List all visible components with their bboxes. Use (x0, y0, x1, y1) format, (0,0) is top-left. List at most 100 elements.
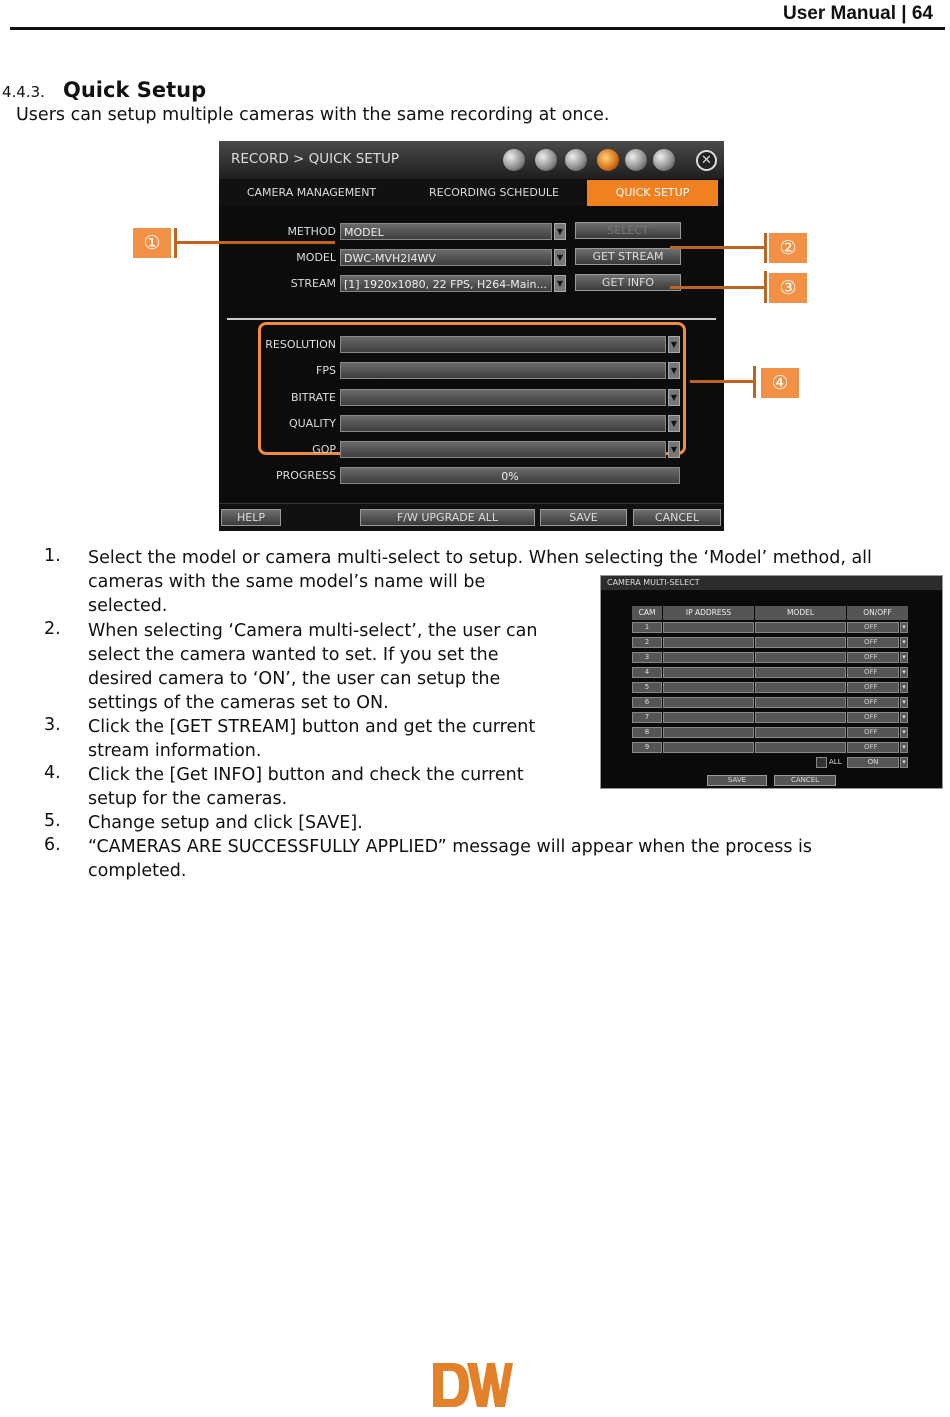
bitrate-label: BITRATE (290, 391, 336, 404)
chevron-down-icon[interactable]: ▾ (900, 682, 908, 693)
method-select[interactable]: MODEL (340, 223, 552, 240)
ip-address-cell (663, 727, 754, 738)
quality-select[interactable] (340, 415, 666, 432)
callout-2-bracket (764, 233, 767, 263)
cam-number-cell: 4 (632, 667, 662, 678)
stream-select[interactable]: [1] 1920x1080, 22 FPS, H264-Main... (340, 275, 552, 292)
chevron-down-icon[interactable]: ▾ (900, 622, 908, 633)
chevron-down-icon[interactable]: ▾ (900, 667, 908, 678)
model-cell (755, 622, 846, 633)
callout-4-bracket (753, 366, 756, 398)
chevron-down-icon[interactable]: ▾ (900, 712, 908, 723)
ip-address-cell (663, 637, 754, 648)
callout-2-line (670, 246, 764, 249)
model-cell (755, 637, 846, 648)
onoff-select[interactable]: OFF (847, 712, 899, 723)
ip-address-cell (663, 652, 754, 663)
gear-icon[interactable] (503, 149, 525, 171)
all-checkbox[interactable] (816, 757, 827, 768)
ip-address-cell (663, 667, 754, 678)
storage-icon[interactable] (565, 149, 587, 171)
cam-number-cell: 3 (632, 652, 662, 663)
step-text: Click the [Get INFO] button and check th… (88, 763, 524, 811)
callout-1-line (177, 241, 335, 244)
chevron-down-icon[interactable]: ▼ (668, 389, 680, 406)
resolution-select[interactable] (340, 336, 666, 353)
step-text: Select the model or camera multi-select … (88, 546, 872, 618)
close-icon[interactable]: ✕ (696, 150, 717, 171)
model-select[interactable]: DWC-MVH2I4WV (340, 249, 552, 266)
chevron-down-icon[interactable]: ▾ (900, 637, 908, 648)
multi-select-cancel-button[interactable]: CANCEL (774, 775, 836, 786)
chevron-down-icon[interactable]: ▼ (668, 362, 680, 379)
quick-setup-screenshot: RECORD > QUICK SETUP ✕ CAMERA MANAGEMENT… (219, 141, 724, 531)
tab-quick-setup[interactable]: QUICK SETUP (587, 180, 718, 206)
onoff-select[interactable]: OFF (847, 622, 899, 633)
onoff-select[interactable]: OFF (847, 652, 899, 663)
callout-1-bracket (174, 228, 177, 258)
cam-number-cell: 6 (632, 697, 662, 708)
chevron-down-icon[interactable]: ▾ (900, 742, 908, 753)
select-button[interactable]: SELECT (575, 222, 681, 239)
tools-icon[interactable] (653, 149, 675, 171)
tab-camera-management[interactable]: CAMERA MANAGEMENT (246, 186, 377, 199)
all-onoff-select[interactable]: ON (847, 757, 899, 768)
step-text: Change setup and click [SAVE]. (88, 811, 363, 835)
model-cell (755, 667, 846, 678)
model-cell (755, 727, 846, 738)
chevron-down-icon[interactable]: ▾ (900, 697, 908, 708)
get-stream-button[interactable]: GET STREAM (575, 248, 681, 265)
chevron-down-icon[interactable]: ▾ (900, 652, 908, 663)
fps-select[interactable] (340, 362, 666, 379)
section-number: 4.4.3. (2, 83, 45, 101)
cam-number-cell: 2 (632, 637, 662, 648)
chevron-down-icon[interactable]: ▼ (554, 275, 566, 292)
tab-recording-schedule[interactable]: RECORDING SCHEDULE (428, 186, 560, 199)
help-button[interactable]: HELP (221, 509, 281, 526)
ip-address-cell (663, 697, 754, 708)
model-cell (755, 652, 846, 663)
chevron-down-icon[interactable]: ▼ (668, 441, 680, 458)
step-number: 2. (44, 619, 61, 639)
get-info-button[interactable]: GET INFO (575, 274, 681, 291)
multi-select-save-button[interactable]: SAVE (707, 775, 767, 786)
cancel-button[interactable]: CANCEL (633, 509, 721, 526)
chevron-down-icon[interactable]: ▼ (554, 249, 566, 266)
bitrate-select[interactable] (340, 389, 666, 406)
onoff-select[interactable]: OFF (847, 697, 899, 708)
onoff-select[interactable]: OFF (847, 727, 899, 738)
chevron-down-icon[interactable]: ▾ (900, 727, 908, 738)
method-label: METHOD (287, 225, 336, 238)
model-cell (755, 697, 846, 708)
onoff-select[interactable]: OFF (847, 637, 899, 648)
stream-label: STREAM (290, 277, 336, 290)
chevron-down-icon[interactable]: ▾ (900, 757, 908, 768)
dw-logo (433, 1363, 513, 1407)
step-number: 1. (44, 546, 61, 566)
onoff-select[interactable]: OFF (847, 667, 899, 678)
step-line: select the camera wanted to set. If you … (88, 645, 499, 665)
onoff-select[interactable]: OFF (847, 682, 899, 693)
model-cell (755, 742, 846, 753)
callout-2: ② (769, 233, 807, 263)
step-line: desired camera to ‘ON’, the user can set… (88, 669, 501, 689)
record-icon[interactable] (597, 149, 619, 171)
onoff-select[interactable]: OFF (847, 742, 899, 753)
step-text: Click the [GET STREAM] button and get th… (88, 715, 535, 763)
step-line: selected. (88, 596, 168, 616)
fw-upgrade-all-button[interactable]: F/W UPGRADE ALL (360, 509, 535, 526)
cam-number-cell: 8 (632, 727, 662, 738)
step-number: 3. (44, 715, 61, 735)
camera-icon[interactable] (535, 149, 557, 171)
save-button[interactable]: SAVE (540, 509, 627, 526)
chevron-down-icon[interactable]: ▼ (668, 415, 680, 432)
page-header-text: User Manual | 64 (783, 3, 933, 24)
network-icon[interactable] (625, 149, 647, 171)
chevron-down-icon[interactable]: ▼ (554, 223, 566, 240)
chevron-down-icon[interactable]: ▼ (668, 336, 680, 353)
gop-select[interactable] (340, 441, 666, 458)
model-cell (755, 682, 846, 693)
column-header-cam: CAM (632, 606, 662, 620)
step-line: “CAMERAS ARE SUCCESSFULLY APPLIED” messa… (88, 837, 813, 857)
ip-address-cell (663, 682, 754, 693)
